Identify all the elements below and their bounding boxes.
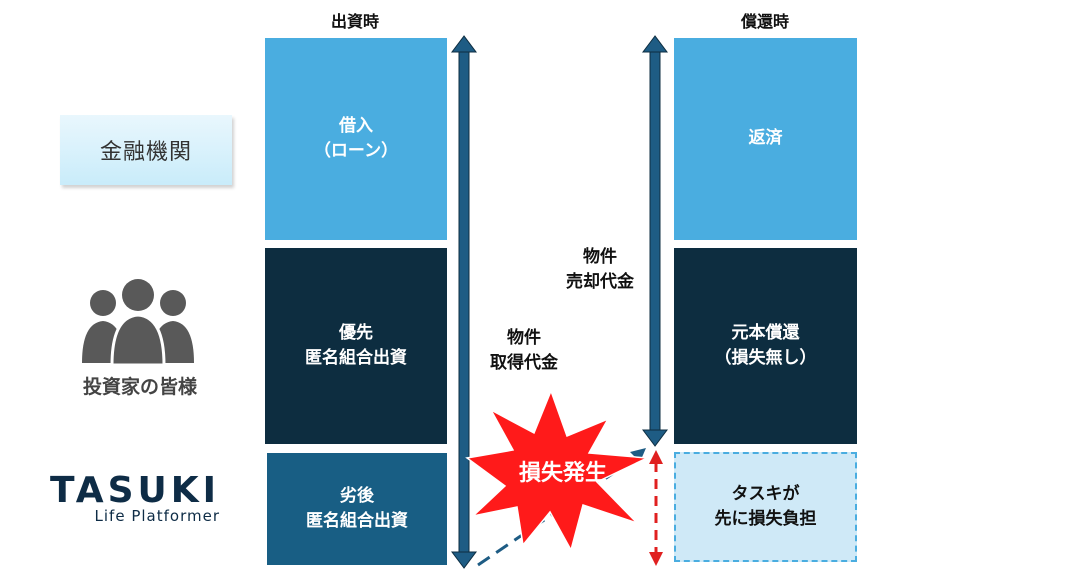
tasuki-loss-burden-box: タスキが 先に損失負担	[674, 452, 857, 562]
principal-redemption-box: 元本償還 （損失無し）	[674, 248, 857, 444]
header-redemption-time: 償還時	[740, 12, 789, 31]
tasuki-loss-burden-text: タスキが 先に損失負担	[714, 483, 817, 530]
acquisition-arrow	[451, 35, 477, 569]
header-investment-time: 出資時	[330, 12, 379, 31]
loan-box-text: 借入 （ローン）	[313, 115, 399, 162]
junior-equity-box: 劣後 匿名組合出資	[267, 453, 447, 565]
loan-box: 借入 （ローン）	[265, 38, 447, 240]
junior-equity-text: 劣後 匿名組合出資	[306, 485, 408, 532]
senior-equity-box: 優先 匿名組合出資	[265, 248, 447, 444]
tasuki-tagline: Life Platformer	[94, 507, 220, 525]
loss-absorption-arrow	[649, 450, 663, 566]
investors-icon	[68, 275, 208, 365]
loss-occurred-text: 損失発生	[518, 461, 607, 486]
decline-arrowhead	[630, 448, 646, 462]
sale-price-label: 物件 売却代金	[566, 247, 634, 292]
acquisition-price-label: 物件 取得代金	[490, 328, 558, 373]
tasuki-logo-text: TASUKI	[50, 470, 221, 511]
repayment-box: 返済	[674, 38, 857, 240]
sale-arrow	[642, 35, 668, 447]
investors-label: 投資家の皆様	[82, 376, 197, 398]
bank-label: 金融機関	[60, 115, 232, 185]
principal-redemption-text: 元本償還 （損失無し）	[714, 322, 817, 369]
repayment-text: 返済	[748, 128, 783, 149]
senior-equity-text: 優先 匿名組合出資	[305, 322, 407, 369]
tasuki-logo: TASUKI Life Platformer	[50, 470, 250, 530]
